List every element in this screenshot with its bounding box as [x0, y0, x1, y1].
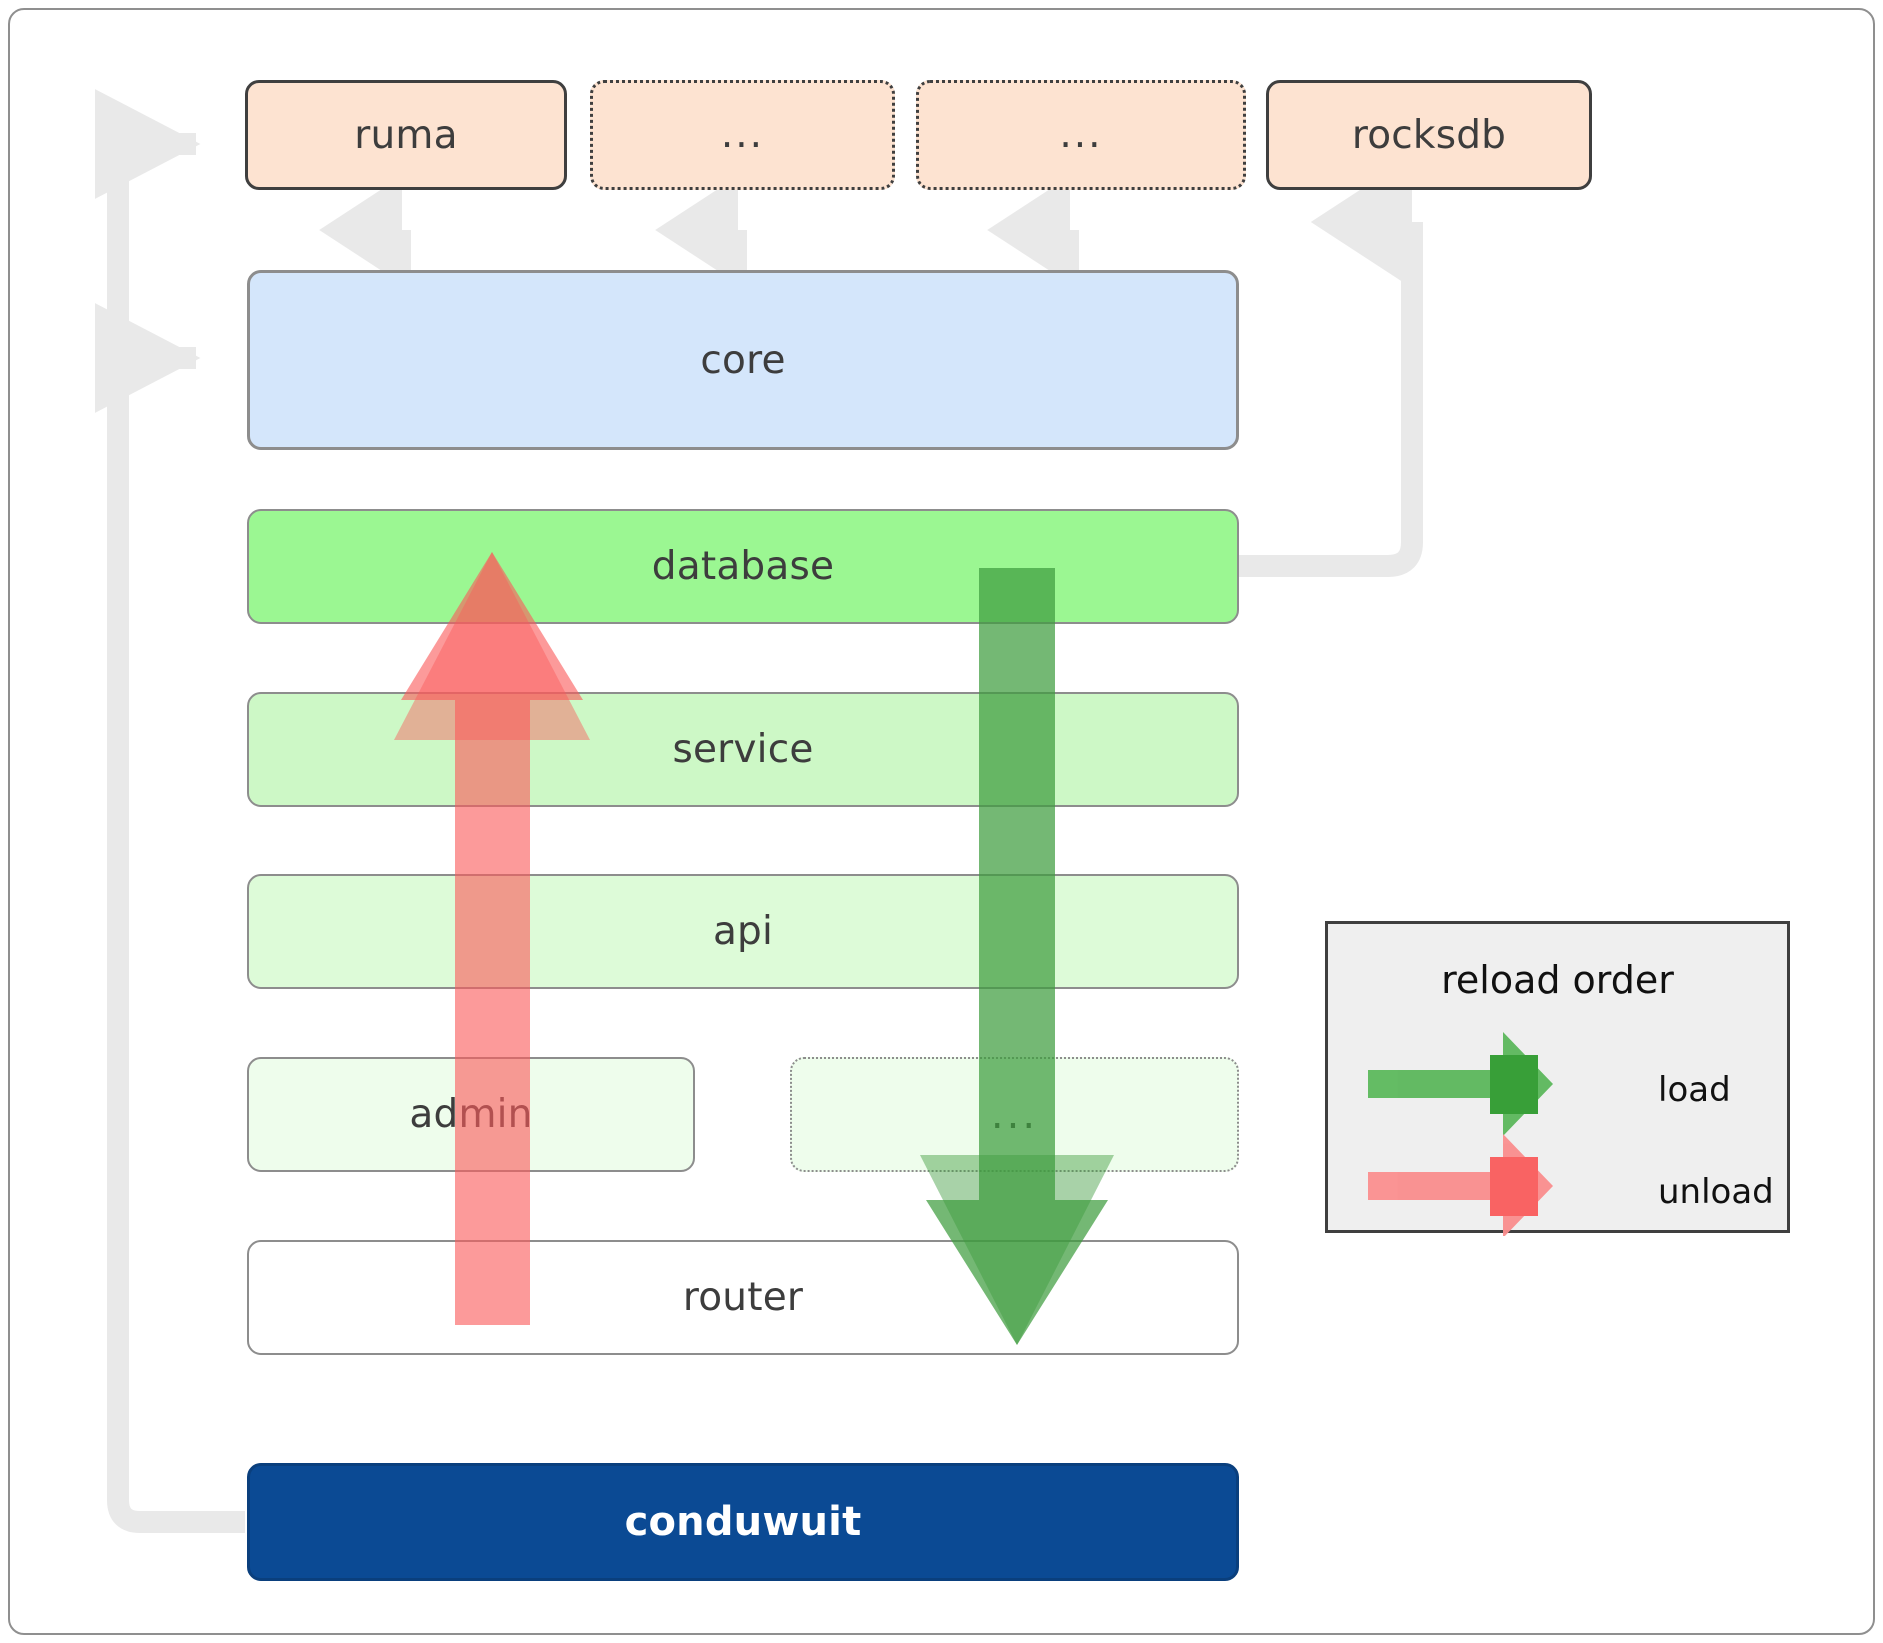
stack-box-ellipsis[interactable]: ...: [790, 1057, 1239, 1172]
stack-box-router[interactable]: router: [247, 1240, 1239, 1355]
legend-load-arrow-icon: [1368, 1032, 1553, 1136]
dependency-label-ellipsis-2: ...: [1059, 112, 1103, 158]
dependency-box-ellipsis-1[interactable]: ...: [590, 80, 895, 190]
stack-box-database[interactable]: database: [247, 509, 1239, 624]
legend-arrow-icons: [1368, 1032, 1553, 1236]
legend-unload-arrow-icon: [1368, 1134, 1553, 1236]
conduwuit-label: conduwuit: [624, 1499, 862, 1545]
stack-label-admin: admin: [409, 1092, 533, 1137]
legend-label-unload: unload: [1658, 1172, 1774, 1212]
dependency-label-rocksdb: rocksdb: [1351, 112, 1507, 158]
stack-label-ellipsis: ...: [990, 1091, 1039, 1138]
dependency-label-ellipsis-1: ...: [720, 112, 765, 158]
stack-box-admin[interactable]: admin: [247, 1057, 695, 1172]
legend-panel: reload order load unload: [1325, 921, 1790, 1236]
stack-label-database: database: [651, 544, 835, 589]
stack-label-router: router: [682, 1275, 804, 1320]
dependency-box-ruma[interactable]: ruma: [245, 80, 567, 190]
dependency-box-rocksdb[interactable]: rocksdb: [1266, 80, 1592, 190]
legend-title: reload order: [1441, 958, 1674, 1002]
dependency-label-ruma: ruma: [354, 112, 458, 158]
core-box[interactable]: core: [247, 270, 1239, 450]
stack-label-api: api: [712, 909, 774, 954]
stack-label-service: service: [672, 727, 814, 772]
stack-box-api[interactable]: api: [247, 874, 1239, 989]
stack-box-service[interactable]: service: [247, 692, 1239, 807]
conduwuit-box[interactable]: conduwuit: [247, 1463, 1239, 1581]
dependency-box-ellipsis-2[interactable]: ...: [916, 80, 1246, 190]
legend-label-load: load: [1658, 1070, 1731, 1110]
core-label: core: [700, 337, 786, 383]
diagram-frame: [8, 8, 1875, 1635]
